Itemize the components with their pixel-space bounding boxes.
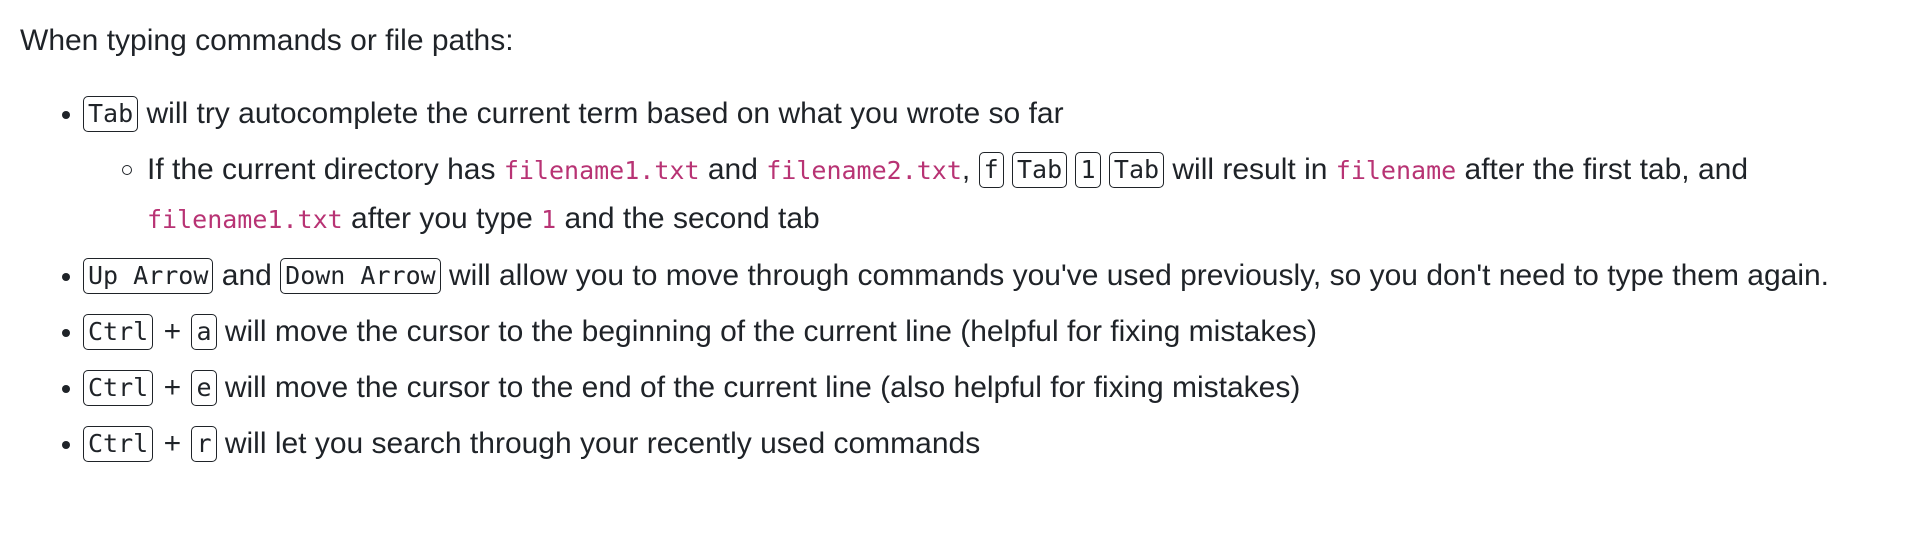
key-1: 1 (1075, 152, 1101, 188)
item-text: will move the cursor to the end of the c… (216, 371, 1301, 404)
sub-text: and (699, 153, 767, 186)
list-item-tab: Tab will try autocomplete the current te… (62, 90, 1920, 244)
key-ctrl: Ctrl (83, 370, 154, 406)
item-text: will let you search through your recentl… (216, 427, 981, 460)
sub-list: If the current directory has filename1.t… (83, 146, 1920, 244)
sub-text: after you type (342, 202, 542, 235)
item-text: will try autocomplete the current term b… (138, 97, 1064, 130)
key-tab: Tab (1011, 152, 1068, 188)
sub-text: and the second tab (556, 202, 820, 235)
code-filename2: filename2.txt (766, 156, 962, 185)
document: When typing commands or file paths: Tab … (20, 24, 1920, 468)
key-ctrl: Ctrl (83, 314, 154, 350)
plus-sign: + (163, 371, 182, 404)
joiner-text: and (213, 259, 281, 292)
key-r: r (191, 426, 217, 462)
code-filename1: filename1.txt (503, 156, 700, 185)
key-f: f (978, 152, 1004, 188)
key-down-arrow: Down Arrow (280, 258, 441, 294)
key-tab: Tab (1108, 152, 1165, 188)
sub-list-item-example: If the current directory has filename1.t… (122, 146, 1920, 244)
key-tab: Tab (83, 96, 139, 132)
key-up-arrow: Up Arrow (83, 258, 214, 294)
code-filename: filename (1335, 156, 1457, 185)
key-e: e (191, 370, 217, 406)
list-item-arrows: Up Arrow and Down Arrow will allow you t… (62, 252, 1920, 300)
sub-text: , (961, 153, 979, 186)
item-text: will allow you to move through commands … (440, 259, 1830, 292)
key-a: a (191, 314, 217, 350)
sub-text: after the first tab, and (1456, 153, 1749, 186)
item-text: will move the cursor to the beginning of… (216, 315, 1318, 348)
sub-text: If the current directory has (147, 153, 504, 186)
list-item-ctrl-e: Ctrl + e will move the cursor to the end… (62, 364, 1920, 412)
list-item-ctrl-a: Ctrl + a will move the cursor to the beg… (62, 308, 1920, 356)
intro-paragraph: When typing commands or file paths: (20, 24, 514, 57)
sub-text: will result in (1164, 153, 1336, 186)
plus-sign: + (163, 315, 182, 348)
shortcut-list: Tab will try autocomplete the current te… (20, 90, 1920, 468)
code-1: 1 (541, 205, 557, 234)
key-ctrl: Ctrl (83, 426, 154, 462)
list-item-ctrl-r: Ctrl + r will let you search through you… (62, 420, 1920, 468)
code-filename1: filename1.txt (147, 205, 343, 234)
plus-sign: + (163, 427, 182, 460)
